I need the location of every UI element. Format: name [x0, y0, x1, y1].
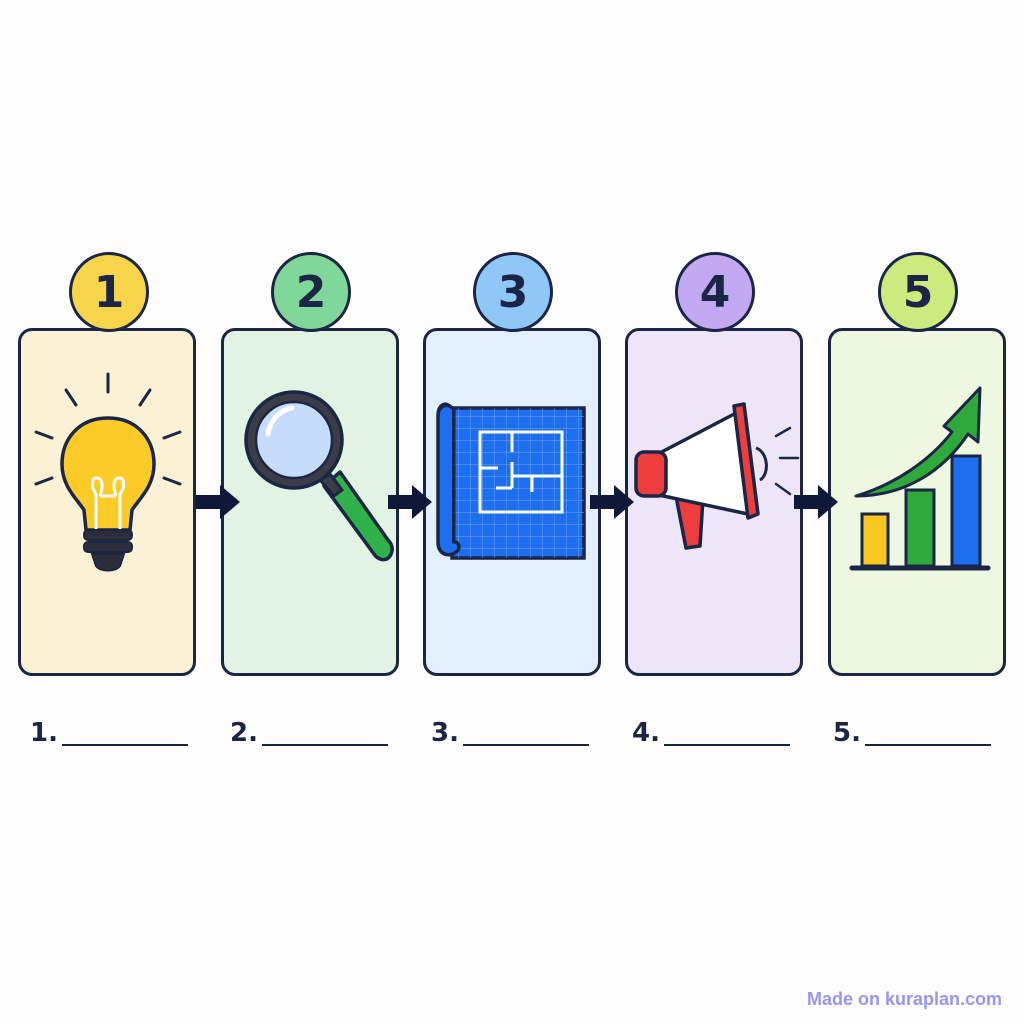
lightbulb-icon — [34, 372, 182, 572]
step-label-3: 3. — [431, 718, 459, 748]
right-arrow-icon — [590, 485, 634, 519]
megaphone-icon — [634, 402, 800, 550]
right-arrow-icon — [196, 485, 240, 519]
step-badge-3: 3 — [473, 252, 553, 332]
step-card-2 — [221, 328, 399, 676]
right-arrow-icon — [794, 485, 838, 519]
step-badge-4: 4 — [675, 252, 755, 332]
right-arrow-icon — [388, 485, 432, 519]
growth-chart-icon — [849, 386, 991, 571]
credit-link[interactable]: Made on kuraplan.com — [806, 989, 1002, 1009]
step-badge-5: 5 — [878, 252, 958, 332]
step-badge-1: 1 — [69, 252, 149, 332]
step-label-1: 1. — [30, 718, 58, 748]
answer-blank-3[interactable] — [463, 744, 589, 746]
answer-blank-4[interactable] — [664, 744, 790, 746]
step-badge-2: 2 — [271, 252, 351, 332]
answer-blank-1[interactable] — [62, 744, 188, 746]
blueprint-icon — [436, 402, 586, 560]
answer-blank-5[interactable] — [865, 744, 991, 746]
magnifying-glass-icon — [244, 390, 394, 562]
step-label-2: 2. — [230, 718, 258, 748]
step-label-5: 5. — [833, 718, 861, 748]
answer-blank-2[interactable] — [262, 744, 388, 746]
step-label-4: 4. — [632, 718, 660, 748]
